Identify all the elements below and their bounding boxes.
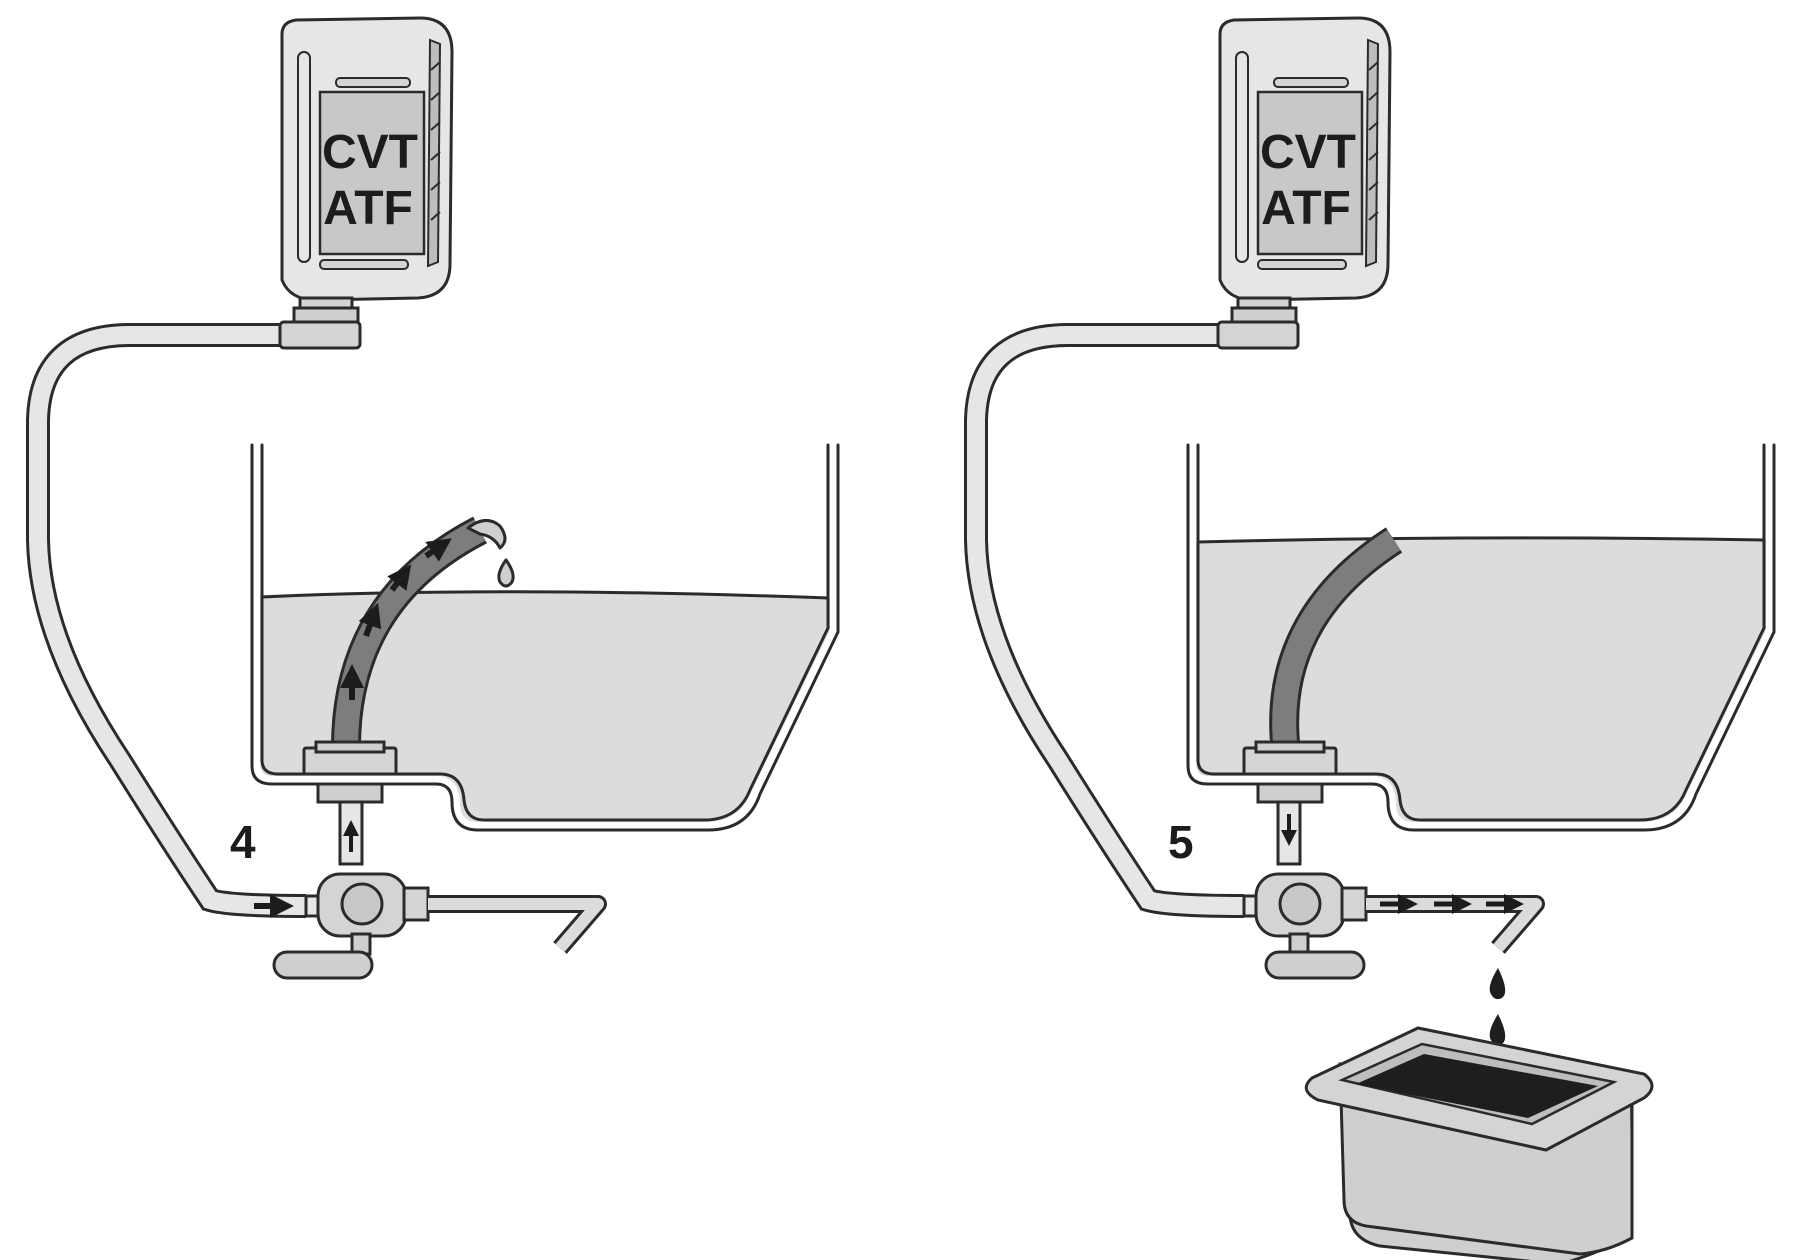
flow-arrow-up-2 [358,602,382,638]
pump-valve [1242,872,1368,956]
bottle-cap-adapter [1216,320,1300,350]
fluid-surface [1196,536,1766,544]
pump-valve [304,872,430,956]
fill-plug-fitting [1242,740,1338,804]
pan-fluid [1196,537,1766,822]
flow-arrow-up-4 [424,538,452,562]
bottle-label-panel [1256,90,1364,256]
pan-inner-wall [1196,443,1766,822]
panel-step-4: 4 CVT ATF [26,16,840,980]
atf-bottle: CVT ATF [278,16,454,350]
used-oil [1356,1054,1598,1118]
bottle-label-line1: CVT [1260,126,1356,179]
bottle-label-line1: CVT [322,126,418,179]
fluid-splash [466,519,507,550]
pan-fluid [260,590,830,822]
bottle-label-line2: ATF [1261,182,1351,235]
bottle-cap-adapter [278,320,362,350]
pan-outline [1186,443,1776,832]
pan-inner-wall [260,443,830,822]
fluid-surface [260,590,830,600]
bottle-label-panel [318,90,426,256]
oil-drip [1489,1014,1506,1046]
pan-outline [250,443,840,832]
flow-arrow-up-3 [387,564,412,592]
panel-step-5: 5 CVT ATF [964,16,1776,1260]
step-number: 5 [1168,816,1194,868]
atf-bottle: CVT ATF [1216,16,1392,350]
drain-tray [1304,1026,1654,1260]
fluid-drop [497,558,515,588]
bottle-label-line2: ATF [323,182,413,235]
step-number: 4 [230,816,256,868]
pump-handle[interactable] [272,950,374,980]
fill-plug-fitting [302,740,398,804]
pump-handle[interactable] [1264,950,1366,980]
oil-drip [1489,968,1506,1000]
